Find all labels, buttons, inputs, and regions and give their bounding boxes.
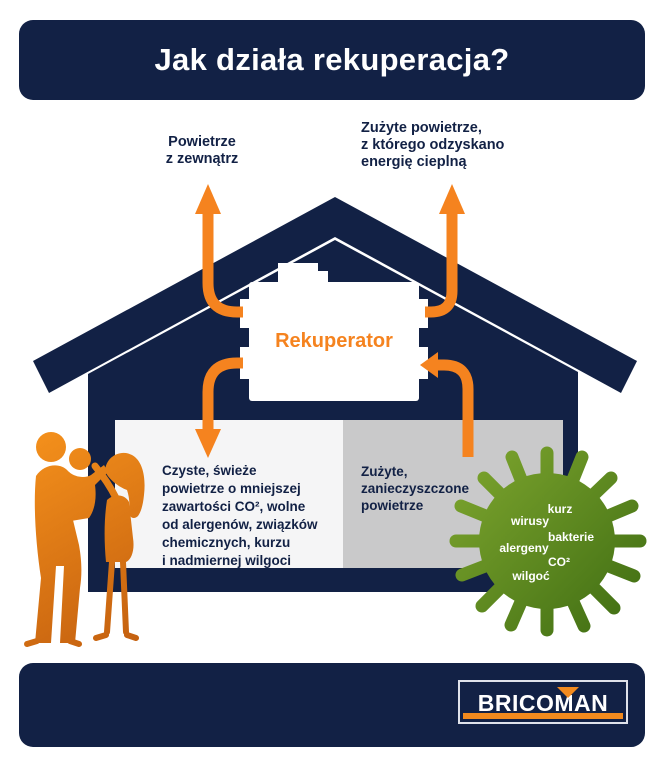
page-title: Jak działa rekuperacja?	[154, 42, 510, 77]
unit-body	[249, 282, 419, 401]
recuperator-unit	[240, 263, 428, 401]
label-clean-air: Czyste, świeże powietrze o mniejszej zaw…	[162, 463, 318, 568]
brand-underline	[463, 713, 623, 719]
bricoman-logo: BRICOMAN	[458, 680, 628, 724]
virus-splat-icon	[449, 446, 647, 637]
brand-triangle-icon	[557, 687, 579, 698]
family-silhouette-icon	[24, 432, 145, 647]
room-clean-air	[115, 420, 343, 568]
pollutant-alergeny: alergeny	[499, 541, 549, 555]
up-arrow-outside-air	[195, 184, 243, 318]
roof	[33, 197, 637, 393]
left-arrow-used-air	[420, 352, 474, 457]
pollutant-wirusy: wirusy	[510, 514, 550, 528]
pollutant-bakterie: bakterie	[547, 530, 595, 544]
label-outside-air: Powietrze z zewnątrz	[165, 134, 239, 167]
bricoman-logo-text: BRICOMAN	[477, 689, 609, 716]
air-flow-arrows	[195, 184, 474, 458]
down-arrow-clean-air	[195, 357, 243, 458]
pollutant-wilgoc: wilgoć	[512, 569, 550, 583]
up-arrow-exhaust	[425, 184, 465, 318]
child-silhouette	[66, 448, 108, 521]
pollutant-kurz: kurz	[547, 502, 573, 516]
pollutant-co2: CO²	[548, 555, 570, 569]
label-used-air: Zużyte, zanieczyszczone powietrze	[361, 464, 470, 513]
footer-banner: BRICOMAN	[19, 663, 645, 747]
title-banner: Jak działa rekuperacja?	[19, 20, 645, 100]
label-recuperator: Rekuperator	[275, 330, 393, 352]
label-exhaust-air: Zużyte powietrze, z którego odzyskano en…	[361, 120, 505, 170]
woman-silhouette	[91, 452, 145, 641]
